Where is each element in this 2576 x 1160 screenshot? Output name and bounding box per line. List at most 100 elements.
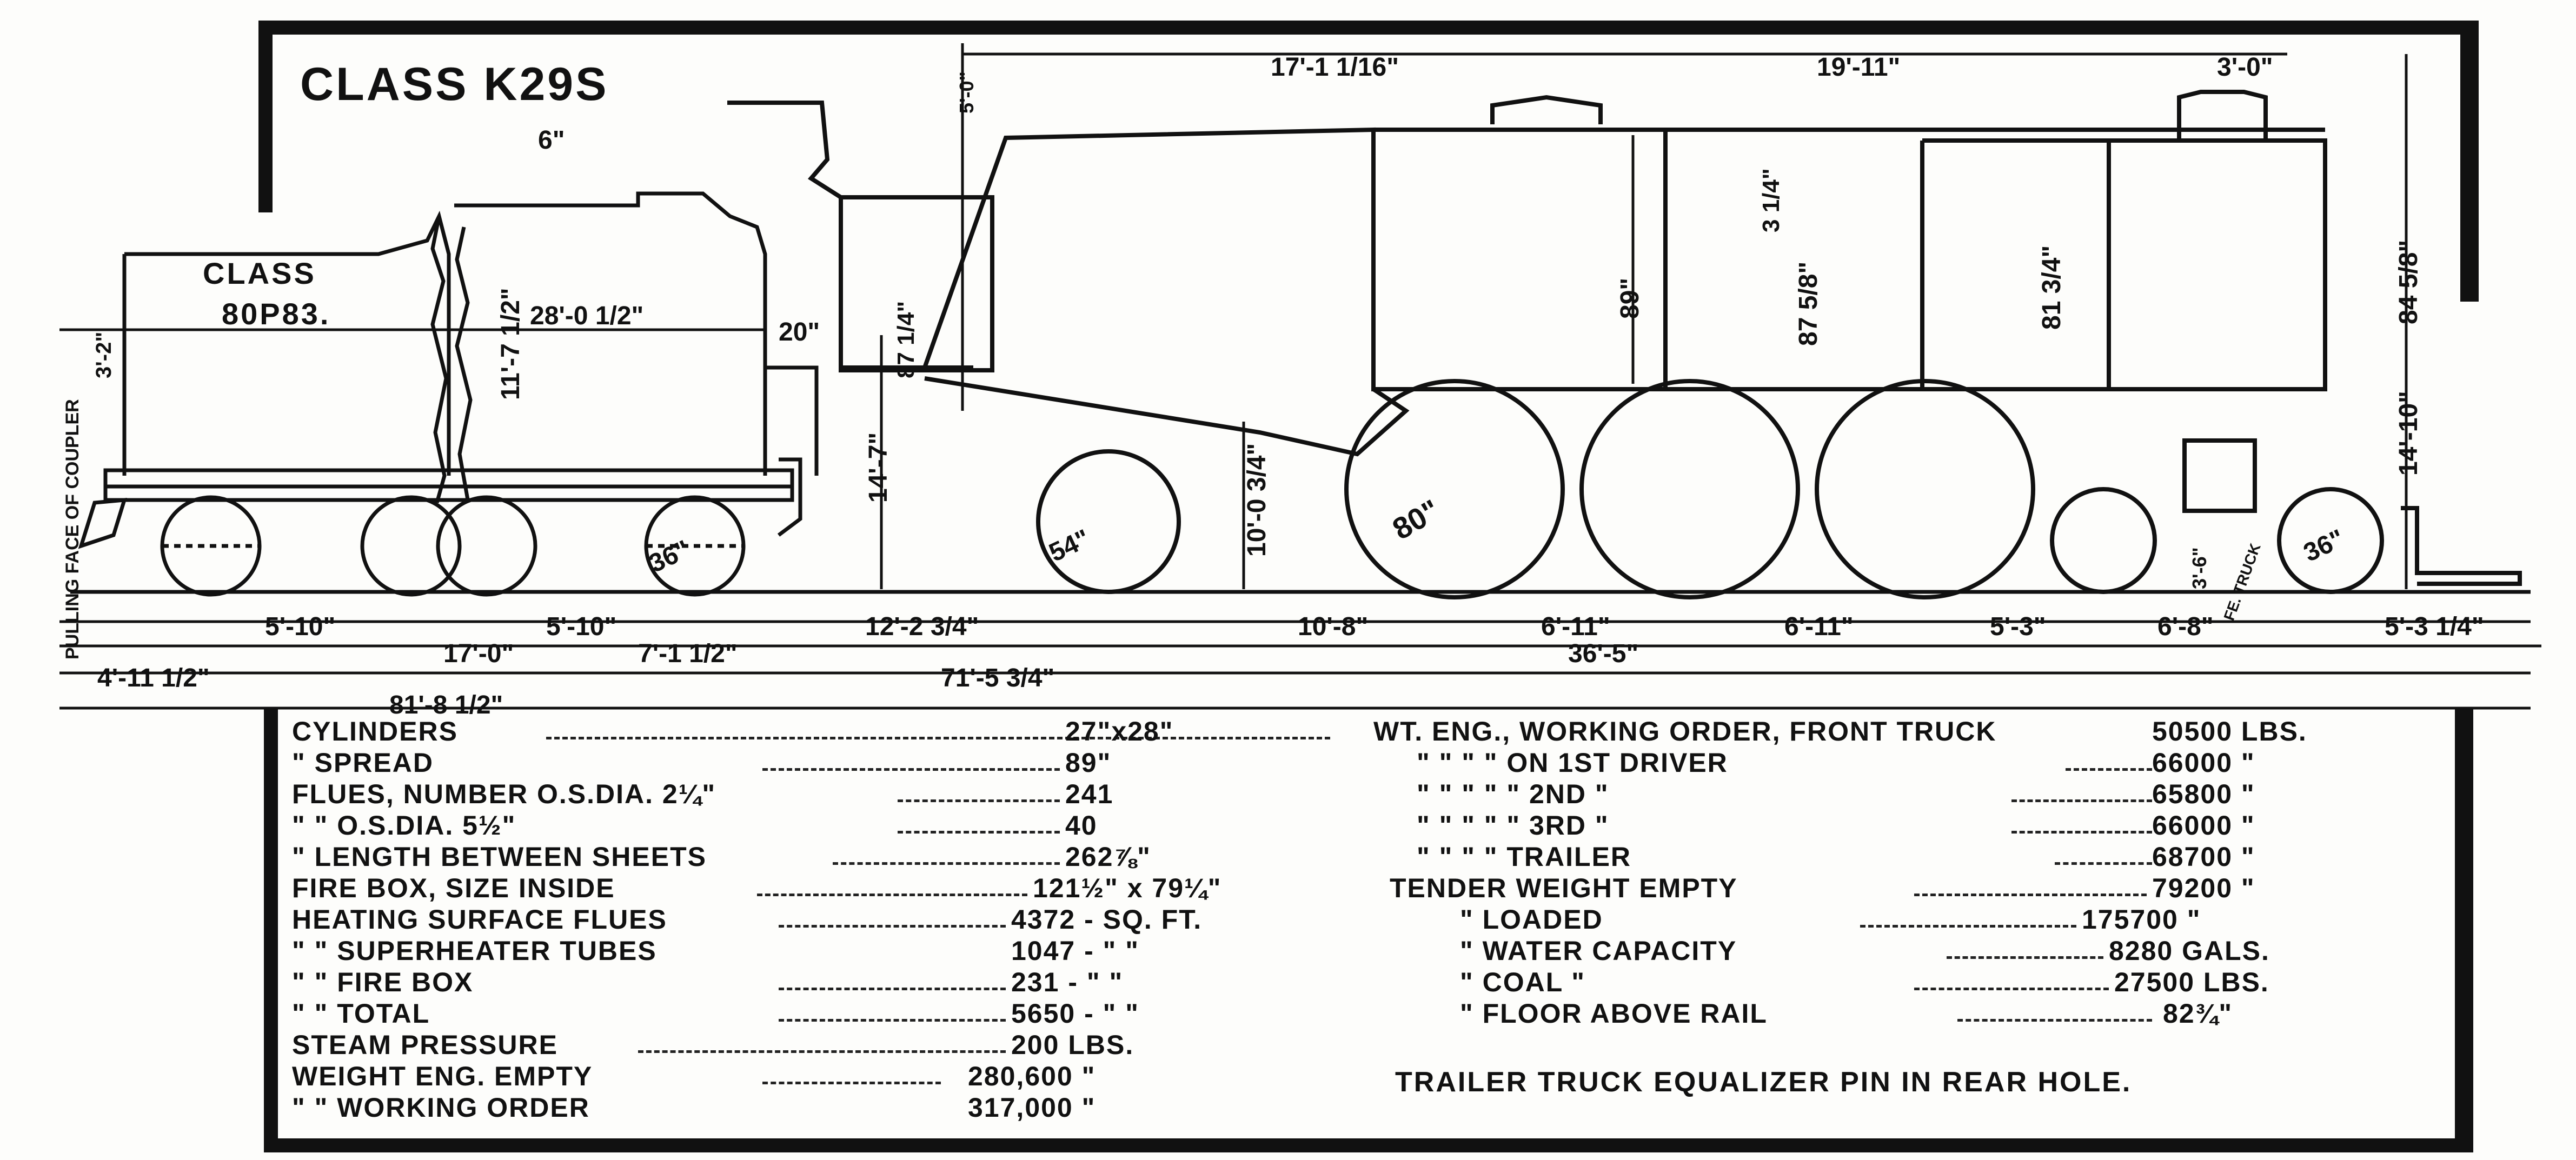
spec-value: 121½" x 79¼" — [1033, 873, 1222, 903]
dim-89: 89" — [1616, 278, 1644, 319]
spec-label: " LENGTH BETWEEN SHEETS — [292, 842, 707, 872]
equalizer-note: TRAILER TRUCK EQUALIZER PIN IN REAR HOLE… — [1395, 1066, 2132, 1098]
dim-tender-length: 28'-0 1/2" — [530, 302, 643, 330]
spec-label: " WATER CAPACITY — [1460, 936, 1737, 966]
spec-leader — [1947, 956, 2103, 959]
dim-10-8: 10'-8" — [1298, 612, 1368, 641]
spec-label: " " FIRE BOX — [292, 967, 474, 997]
spec-value: 66000 " — [2152, 810, 2255, 841]
spec-value: 262⅞" — [1065, 842, 1151, 872]
spec-label: " " O.S.DIA. 5½" — [292, 810, 516, 841]
locomotive-wheels — [1036, 379, 2522, 599]
spec-label: " " " " " 3RD " — [1417, 810, 1609, 841]
spec-label: CYLINDERS — [292, 716, 458, 746]
dim-5-3: 5'-3" — [1990, 612, 2046, 641]
spec-value: 27500 LBS. — [2114, 967, 2269, 997]
spec-value: 82¾" — [2163, 998, 2233, 1029]
dim-3-6: 3'-6" — [2188, 547, 2210, 589]
spec-value: 231 - " " — [1011, 967, 1124, 997]
spec-leader — [762, 1082, 941, 1084]
dim-left-coupler: 3'-2" — [92, 332, 116, 378]
spec-label: " " WORKING ORDER — [292, 1092, 590, 1123]
spec-label: HEATING SURFACE FLUES — [292, 904, 667, 935]
spec-value: 175700 " — [2082, 904, 2201, 935]
spec-value: 68700 " — [2152, 842, 2255, 872]
engine-class-title: CLASS K29S — [300, 58, 609, 110]
spec-leader — [1860, 925, 2076, 928]
spec-leader — [2055, 862, 2152, 865]
spec-label: " " " " TRAILER — [1417, 842, 1632, 872]
spec-leader — [762, 768, 1060, 771]
dim-12-2: 12'-2 3/4" — [865, 612, 979, 641]
dim-84: 84 5/8" — [2394, 240, 2423, 324]
driver-wheel-dia: 80" — [1387, 492, 1445, 546]
spec-label: " FLOOR ABOVE RAIL — [1460, 998, 1768, 1029]
dim-5-10-a: 5'-10" — [265, 612, 335, 641]
dim-36-5: 36'-5" — [1568, 639, 1638, 668]
dim-5-0: 5'-0" — [955, 71, 978, 114]
spec-value: 317,000 " — [968, 1092, 1096, 1123]
spec-label: " " SUPERHEATER TUBES — [292, 936, 657, 966]
dim-71-5: 71'-5 3/4" — [941, 664, 1054, 692]
spec-value: 8280 GALS. — [2109, 936, 2270, 966]
dimension-lines — [59, 43, 2541, 710]
spec-leader — [779, 925, 1006, 928]
trailer-wheel-dia: 36" — [2299, 524, 2348, 568]
dim-tender-height: 11'-7 1/2" — [496, 288, 525, 400]
dim-5-3-1-4: 5'-3 1/4" — [2385, 612, 2484, 641]
spec-label: FLUES, NUMBER O.S.DIA. 2¼" — [292, 779, 716, 809]
spec-value: 40 — [1065, 810, 1098, 841]
dim-3-1-4: 3 1/4" — [1758, 168, 1784, 232]
spec-leader — [1957, 1019, 2152, 1022]
dim-6-11-a: 6'-11" — [1541, 612, 1610, 641]
tender-outline — [78, 191, 819, 549]
spec-leader — [833, 862, 1060, 865]
specs-left-table: CYLINDERS 27"x28" " SPREAD 89" FLUES, NU… — [292, 716, 1330, 1127]
dim-6: 6" — [538, 126, 565, 155]
spec-leader — [1914, 894, 2147, 896]
dim-cab-side: 87 1/4" — [893, 301, 919, 378]
spec-value: 5650 - " " — [1011, 998, 1139, 1029]
dim-6-8: 6'-8" — [2157, 612, 2214, 641]
spec-value: 65800 " — [2152, 779, 2255, 809]
tender-class-label: CLASS — [203, 256, 316, 290]
frame-borders — [258, 21, 2479, 1152]
spec-label: " SPREAD — [292, 748, 434, 778]
dim-boiler-height: 10'-0 3/4" — [1243, 443, 1271, 557]
dim-81: 81 3/4" — [2037, 245, 2066, 330]
spec-label: " " " " ON 1ST DRIVER — [1417, 748, 1728, 778]
spec-label: FIRE BOX, SIZE INSIDE — [292, 873, 615, 903]
spec-label: " COAL " — [1460, 967, 1585, 997]
spec-leader — [1914, 988, 2109, 990]
dim-87: 87 5/8" — [1794, 262, 1823, 346]
spec-leader — [779, 988, 1006, 990]
spec-leader — [2066, 768, 2152, 771]
spec-label: " " " " " 2ND " — [1417, 779, 1609, 809]
spec-leader — [757, 894, 1027, 896]
dim-17-0: 17'-0" — [443, 639, 514, 668]
spec-value: 241 — [1065, 779, 1114, 809]
spec-leader — [898, 831, 1060, 834]
spec-value: 27"x28" — [1065, 716, 1174, 746]
dim-81-8: 81'-8 1/2" — [389, 691, 503, 719]
dim-stack-height: 14'-10" — [2394, 391, 2423, 476]
dim-17-1-16: 17'-1 1/16" — [1271, 53, 1399, 82]
spec-value: 200 LBS. — [1011, 1030, 1134, 1060]
spec-value: 79200 " — [2152, 873, 2255, 903]
tender-wheels — [160, 495, 746, 597]
spec-label: STEAM PRESSURE — [292, 1030, 558, 1060]
dim-7-1-2: 7'-1 1/2" — [638, 639, 738, 668]
locomotive-outline — [727, 90, 2327, 457]
spec-label: WEIGHT ENG. EMPTY — [292, 1061, 593, 1091]
spec-label: " LOADED — [1460, 904, 1603, 935]
spec-value: 280,600 " — [968, 1061, 1096, 1091]
dim-pulling-face: PULLING FACE OF COUPLER — [62, 399, 83, 659]
spec-value: 66000 " — [2152, 748, 2255, 778]
spec-value: 1047 - " " — [1011, 936, 1139, 966]
dim-cab-height: 14'-7" — [864, 432, 893, 503]
spec-leader — [2011, 831, 2152, 834]
spec-value: 89" — [1065, 748, 1112, 778]
spec-label: TENDER WEIGHT EMPTY — [1390, 873, 1738, 903]
